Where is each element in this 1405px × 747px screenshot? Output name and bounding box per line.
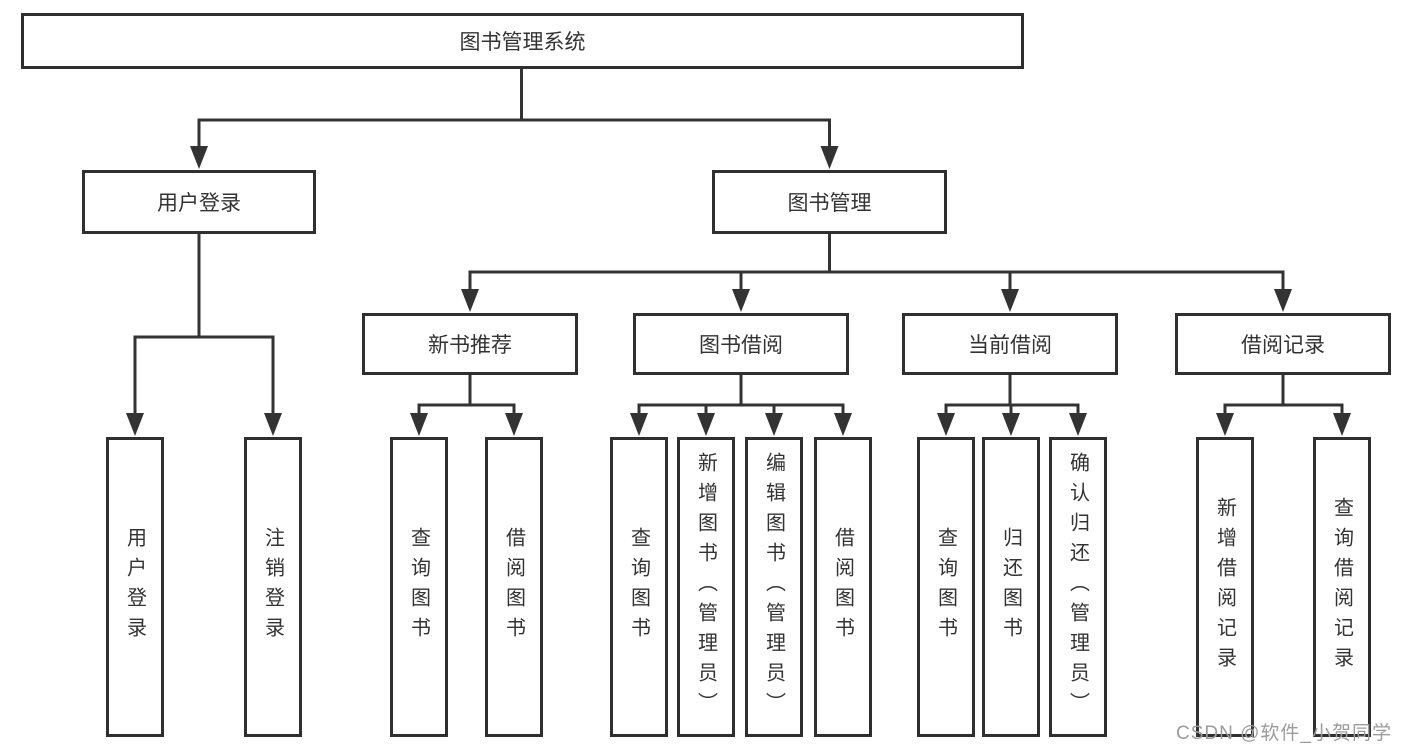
node-book-borrow: 图书借阅: [633, 313, 849, 375]
node-system-root: 图书管理系统: [21, 13, 1024, 69]
connector-borrow-split: [637, 403, 845, 417]
arrowhead-icons: [126, 146, 1351, 436]
leaf-recommend-query-book: 查询图书: [390, 437, 448, 737]
leaf-current-query-book: 查询图书: [917, 437, 975, 737]
connector-newbook-split: [417, 403, 516, 417]
connector-bookmgmt-split: [468, 270, 1285, 292]
leaf-user-login: 用户登录: [106, 437, 164, 737]
leaf-logout: 注销登录: [244, 437, 302, 737]
connector-records-split: [1223, 403, 1344, 417]
node-user-login: 用户登录: [82, 170, 316, 234]
node-book-management: 图书管理: [712, 170, 947, 234]
csdn-watermark: CSDN @软件_小贺同学: [1176, 723, 1392, 744]
leaf-recommend-borrow-book: 借阅图书: [485, 437, 543, 737]
leaf-current-confirm-return-admin: 确认归还（管理员）: [1049, 437, 1107, 737]
leaf-current-return-book: 归还图书: [982, 437, 1040, 737]
connector-userlogin-split: [133, 335, 275, 417]
leaf-borrow-add-book-admin: 新增图书（管理员）: [677, 437, 735, 737]
connector-root-split: [197, 118, 831, 150]
node-current-borrow: 当前借阅: [902, 313, 1118, 375]
node-borrow-records: 借阅记录: [1175, 313, 1391, 375]
leaf-records-query-record: 查询借阅记录: [1313, 437, 1371, 737]
leaf-records-add-record: 新增借阅记录: [1196, 437, 1254, 737]
leaf-borrow-edit-book-admin: 编辑图书（管理员）: [745, 437, 803, 737]
leaf-borrow-query-book: 查询图书: [610, 437, 668, 737]
node-new-book-recommend: 新书推荐: [362, 313, 578, 375]
leaf-borrow-borrow-book: 借阅图书: [814, 437, 872, 737]
